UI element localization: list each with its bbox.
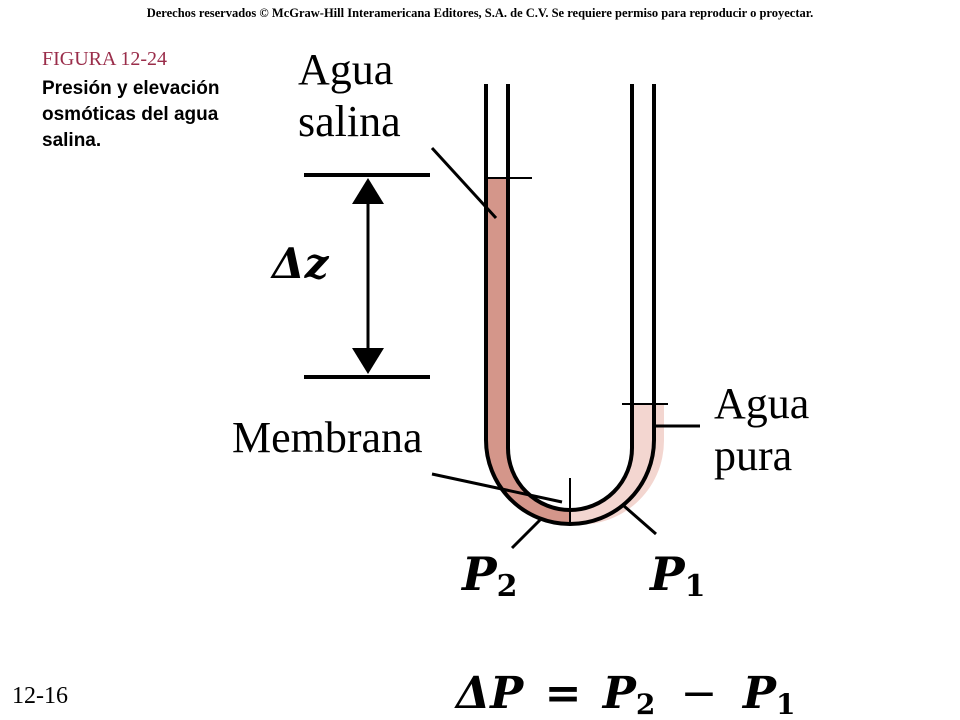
delta-z-symbol: Δz xyxy=(270,239,330,288)
membrane-label: Membrana xyxy=(232,413,423,462)
u-tube xyxy=(484,84,656,526)
salt-water-label-line1: Agua xyxy=(298,45,394,94)
pure-water-label: Agua pura xyxy=(714,378,809,482)
figure-number: FIGURA 12-24 xyxy=(42,48,168,70)
pressure-difference-equation: ΔP = P2 − P1 xyxy=(454,668,795,720)
leader-membrane xyxy=(431,472,563,504)
leader-p2 xyxy=(510,518,542,550)
leader-salt-water xyxy=(430,146,498,220)
p1-label: P1 xyxy=(648,547,705,604)
figure-caption: Presión y elevación osmóticas del agua s… xyxy=(42,78,220,151)
salt-water-label: Agua salina xyxy=(298,44,401,148)
pure-water-fill xyxy=(570,404,665,525)
salt-water-fill xyxy=(486,178,570,524)
leader-p1 xyxy=(623,504,657,536)
salt-water-label-line2: salina xyxy=(298,97,401,146)
slide-number: 12-16 xyxy=(12,683,68,709)
arrowhead-up xyxy=(352,178,384,204)
copyright-notice: Derechos reservados © McGraw-Hill Intera… xyxy=(146,6,814,20)
arrowhead-down xyxy=(352,348,384,374)
delta-z-dimension xyxy=(304,173,430,379)
pure-water-label-line1: Agua xyxy=(714,379,810,428)
pure-water-label-line2: pura xyxy=(714,431,793,480)
p2-label: P2 xyxy=(460,547,517,604)
